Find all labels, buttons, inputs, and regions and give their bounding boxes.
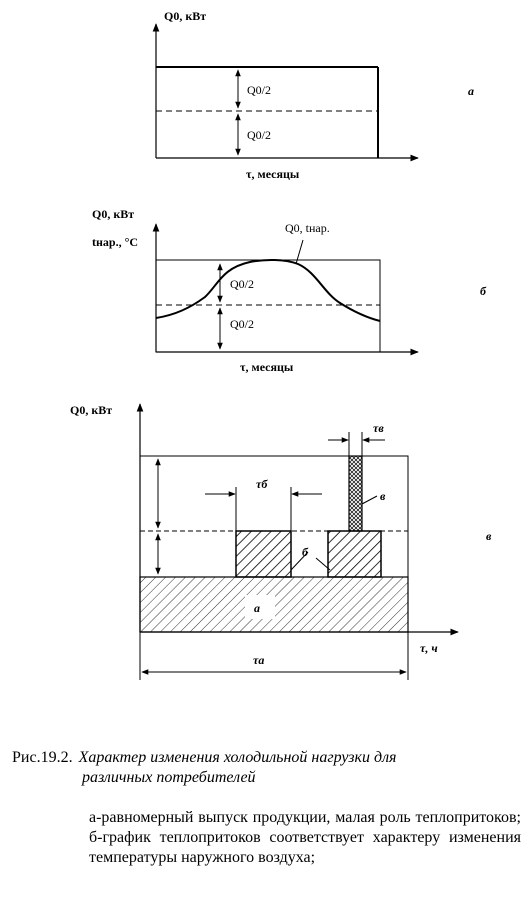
- b-upper-half-label: Q0/2: [230, 277, 254, 291]
- a-y-label: Q0, кВт: [164, 9, 206, 23]
- b-load-curve: [155, 258, 381, 322]
- b-y-label: Q0, кВт: [92, 207, 134, 221]
- c-tau-a-label: τа: [253, 653, 264, 667]
- c-block-v: [348, 455, 363, 532]
- a-upper-half-label: Q0/2: [247, 83, 271, 97]
- c-tau-b-label: τб: [256, 477, 268, 491]
- c-block-b-left: [235, 530, 292, 578]
- c-label-b-leader-2: [315, 557, 331, 571]
- c-panel-letter: в: [486, 529, 492, 543]
- c-y-label: Q0, кВт: [70, 403, 112, 417]
- caption-title-line1: Характер изменения холодильной нагрузки …: [78, 749, 397, 766]
- figure-caption: Рис.19.2. Характер изменения холодильной…: [12, 748, 520, 788]
- diagram-c: Q0, кВт а б в τв τб τа τ, ч в: [70, 403, 492, 680]
- c-label-b: б: [302, 545, 309, 559]
- c-label-v-leader: [361, 495, 378, 505]
- c-x-label: τ, ч: [420, 641, 438, 655]
- c-label-a-box: [245, 595, 275, 619]
- caption-notes: а-равномерный выпуск продукции, малая ро…: [89, 809, 521, 866]
- a-lower-half-label: Q0/2: [247, 128, 271, 142]
- c-label-a: а: [254, 601, 260, 615]
- a-x-label: τ, месяцы: [246, 167, 300, 181]
- caption-number: Рис.19.2.: [12, 749, 73, 766]
- b-lower-half-label: Q0/2: [230, 317, 254, 331]
- diagram-a: Q0, кВт Q0/2 Q0/2 τ, месяцы а: [152, 9, 474, 181]
- b-curve-label: Q0, tнар.: [285, 221, 330, 235]
- c-block-b-right: [327, 530, 382, 578]
- a-panel-letter: а: [468, 84, 474, 98]
- c-tau-v-label: τв: [373, 421, 384, 435]
- b-y-label-2: tнар., °С: [92, 235, 138, 249]
- diagram-b: Q0, кВт tнар., °С Q0, tнар. Q0/2 Q0/2 τ,…: [92, 207, 487, 374]
- b-x-label: τ, месяцы: [240, 360, 294, 374]
- c-label-v: в: [380, 489, 386, 503]
- c-label-b-leader-1: [290, 551, 309, 571]
- b-curve-leader: [295, 239, 304, 265]
- caption-title-line2: различных потребителей: [82, 769, 256, 786]
- b-panel-letter: б: [480, 284, 487, 298]
